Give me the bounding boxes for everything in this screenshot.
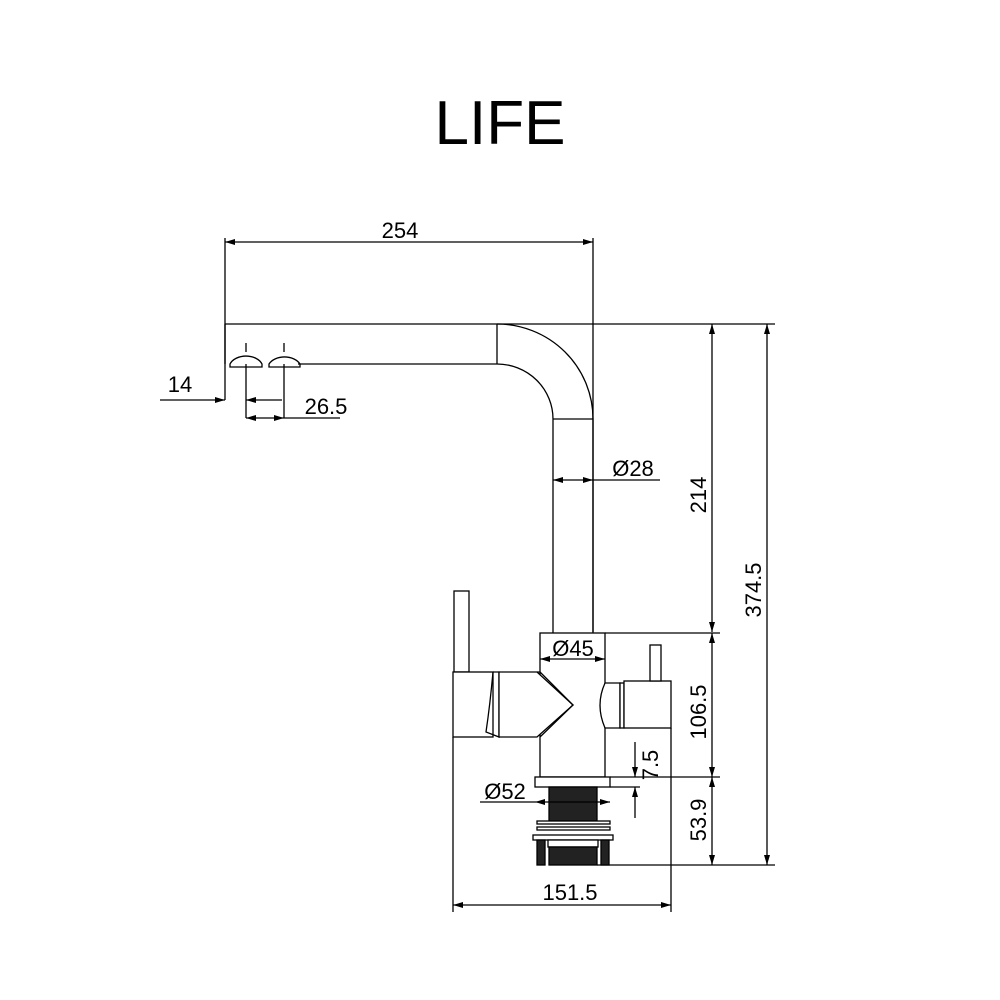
dim-flange-thickness: 7.5 (638, 750, 663, 781)
dim-shank-length: 53.9 (686, 799, 711, 842)
dim-aerator-spacing: 26.5 (305, 394, 348, 419)
dim-body-diameter: Ø45 (552, 636, 594, 661)
dim-spout-height: 214 (686, 477, 711, 514)
dim-spout-diameter: Ø28 (612, 456, 654, 481)
faucet-outline (224, 323, 672, 866)
dim-total-height: 374.5 (741, 562, 766, 617)
dim-aerator-offset: 14 (168, 372, 192, 397)
dim-overall-width: 151.5 (542, 880, 597, 905)
dim-flange-diameter: Ø52 (484, 779, 526, 804)
dimension-lines (160, 239, 770, 908)
dim-body-height: 106.5 (686, 684, 711, 739)
drawing-title: LIFE (434, 89, 566, 158)
dim-spout-reach: 254 (382, 218, 419, 243)
